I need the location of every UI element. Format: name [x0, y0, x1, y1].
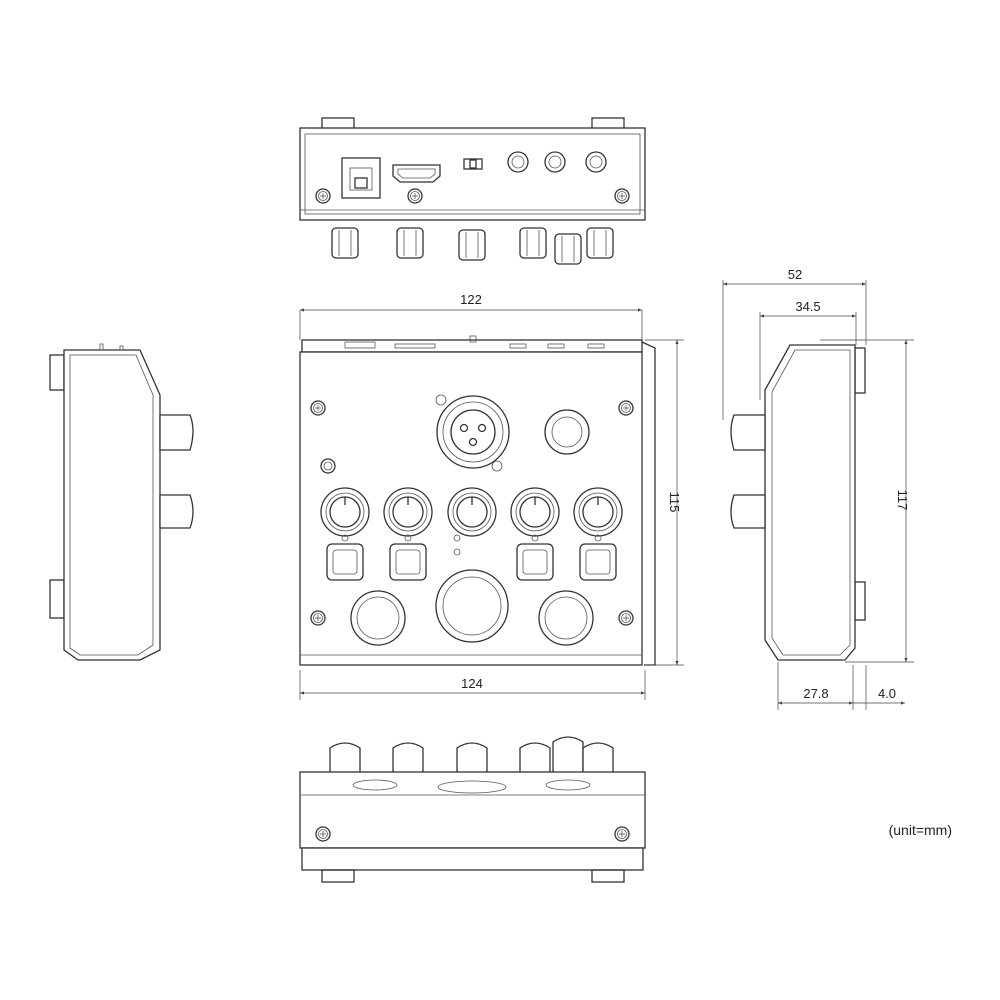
large-buttons — [350, 569, 594, 646]
right-side-view — [730, 344, 866, 661]
dim-width-top: 122 — [460, 292, 482, 307]
dim-depth-overall: 52 — [788, 267, 802, 282]
led-indicator — [320, 458, 336, 474]
dimension-lines — [299, 280, 914, 710]
usb-b-port — [341, 157, 381, 199]
bottom-knobs — [329, 736, 614, 786]
dim-height-front: 115 — [667, 492, 682, 513]
dim-width-bottom: 124 — [461, 676, 483, 691]
slide-switch — [463, 158, 483, 170]
left-side-view — [49, 343, 194, 661]
xlr-input — [435, 394, 510, 472]
jack-2 — [544, 151, 566, 173]
hdmi-port — [392, 164, 441, 183]
front-edge-view — [299, 736, 646, 883]
front-panel-view — [299, 335, 656, 666]
dim-height-side: 117 — [895, 490, 910, 511]
dim-depth-body: 34.5 — [795, 299, 820, 314]
dim-offset-lip: 4.0 — [878, 686, 896, 701]
unit-label: (unit=mm) — [888, 822, 952, 838]
top-knobs — [331, 227, 614, 265]
jack-3 — [585, 151, 607, 173]
jack-1 — [507, 151, 529, 173]
phones-jack — [544, 409, 590, 455]
dim-offset-base: 27.8 — [803, 686, 828, 701]
rear-panel-view — [299, 117, 646, 265]
